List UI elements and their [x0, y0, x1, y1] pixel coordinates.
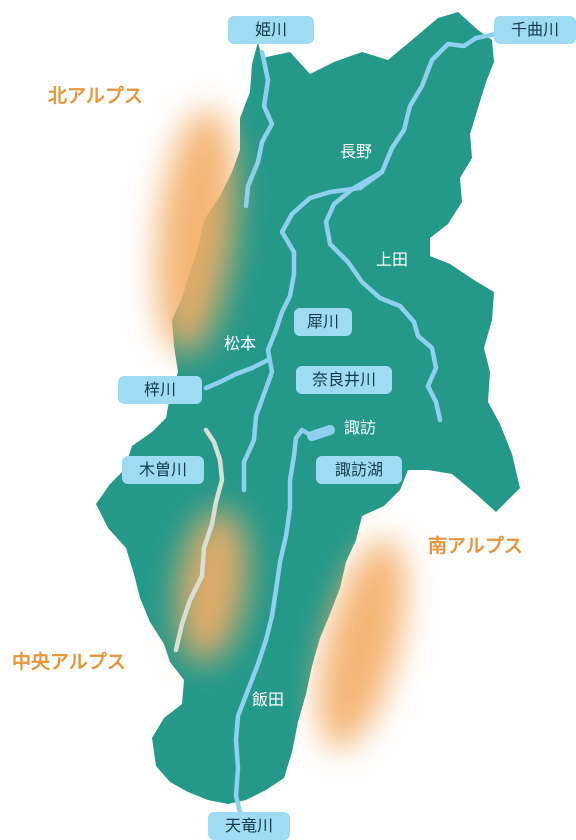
- city-suwa: 諏訪: [344, 418, 377, 437]
- river-label-kiso: 木曽川: [122, 456, 204, 484]
- north-alps-glow: [156, 108, 236, 356]
- saigawa-river: [241, 169, 385, 493]
- prefecture-land: [96, 12, 520, 804]
- tenryu-river: [233, 427, 315, 815]
- river-label-azusa: 梓川: [118, 376, 202, 404]
- river-label-chikumagawa: 千曲川: [494, 16, 576, 44]
- city-matsumoto: 松本: [224, 334, 257, 353]
- himekawa-river: [243, 49, 275, 209]
- azusa-river: [203, 357, 271, 391]
- suwa-lake: [307, 425, 335, 441]
- city-ueda: 上田: [376, 250, 409, 269]
- river-label-narai: 奈良井川: [296, 366, 392, 394]
- lake-label-suwako: 諏訪湖: [316, 456, 402, 484]
- south-alps-label: 南アルプス: [428, 535, 523, 557]
- central-alps-glow: [176, 508, 248, 664]
- chikumagawa-river: [323, 31, 499, 423]
- river-label-himekawa: 姫川: [228, 16, 314, 44]
- city-iida: 飯田: [252, 690, 285, 709]
- kiso-river: [173, 427, 225, 653]
- river-label-tenryu: 天竜川: [208, 812, 290, 840]
- north-alps-label: 北アルプス: [48, 85, 143, 107]
- river-label-saigawa: 犀川: [294, 308, 352, 336]
- central-alps-label: 中央アルプス: [12, 651, 126, 673]
- south-alps-glow: [318, 538, 406, 750]
- city-nagano: 長野: [340, 142, 373, 161]
